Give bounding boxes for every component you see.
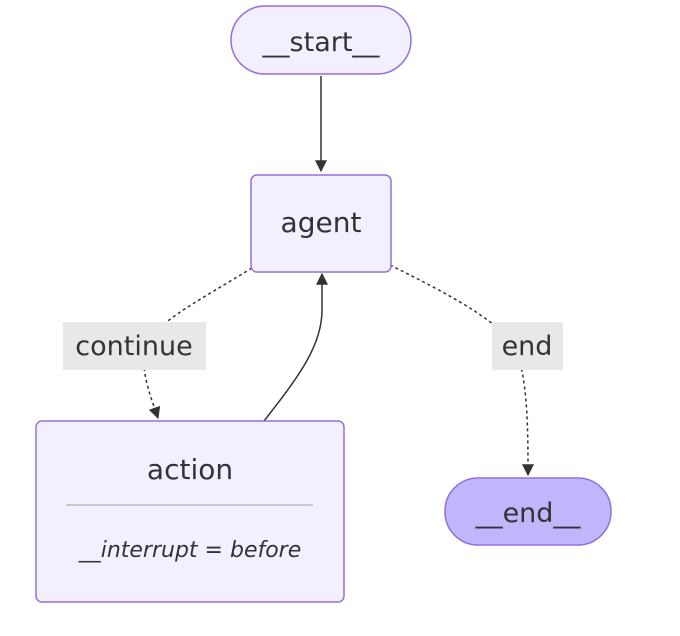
node-start-label: __start__ bbox=[262, 27, 380, 58]
edge-action-to-agent bbox=[263, 272, 328, 422]
edge-agent-to-end bbox=[389, 264, 534, 477]
edge-label-end: end bbox=[492, 322, 563, 370]
edge-label-continue: continue bbox=[63, 322, 206, 370]
node-action-annotation: __interrupt = before bbox=[78, 538, 302, 563]
node-action-label: action bbox=[147, 453, 233, 486]
node-end[interactable]: __end__ bbox=[444, 477, 612, 546]
node-start[interactable]: __start__ bbox=[230, 5, 412, 75]
node-agent-label: agent bbox=[281, 206, 362, 239]
edge-label-end-text: end bbox=[502, 331, 553, 362]
node-end-label: __end__ bbox=[475, 498, 581, 529]
node-agent[interactable]: agent bbox=[250, 174, 392, 273]
edge-label-continue-text: continue bbox=[75, 331, 192, 362]
edges bbox=[142, 76, 534, 477]
node-action[interactable]: action __interrupt = before bbox=[35, 420, 345, 603]
